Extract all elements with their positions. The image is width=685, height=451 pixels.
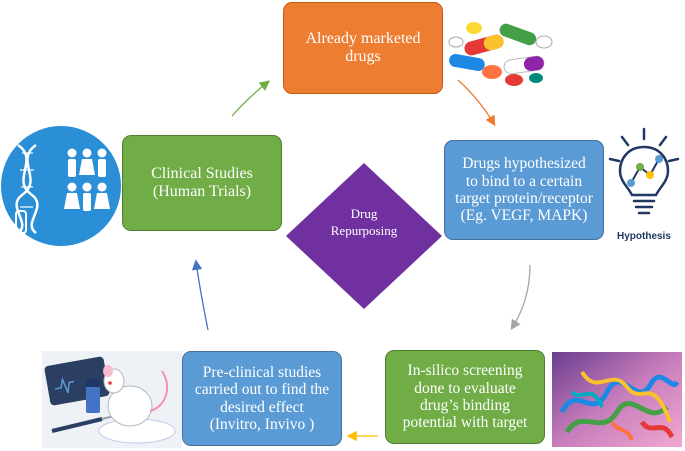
node-clinical: Clinical Studies (Human Trials): [122, 135, 282, 231]
node-insilico: In-silico screening done to evaluate dru…: [385, 350, 545, 444]
node-hypothesis: Drugs hypothesized to bind to a certain …: [444, 140, 604, 240]
node-marketed-label: Already marketed drugs: [305, 30, 421, 65]
lab-mouse-icon: [42, 351, 182, 448]
dna-people-icon: [1, 126, 121, 246]
arrow-hypothesis-to-insilico: [510, 264, 531, 331]
node-hypothesis-label: Drugs hypothesized to bind to a certain …: [455, 155, 593, 225]
arrow-marketed-to-hypothesis: [457, 79, 496, 127]
node-preclinical-label: Pre-clinical studies carried out to find…: [194, 363, 330, 433]
arrow-clinical-to-marketed: [231, 80, 271, 117]
node-preclinical: Pre-clinical studies carried out to find…: [182, 351, 342, 446]
protein-structure-icon: [552, 352, 682, 447]
pills-icon: [448, 22, 553, 86]
arrow-preclinical-to-clinical: [191, 259, 209, 331]
node-insilico-label: In-silico screening done to evaluate dru…: [402, 362, 528, 432]
center-diamond: [286, 163, 442, 309]
node-marketed-drugs: Already marketed drugs: [283, 2, 443, 94]
node-clinical-label: Clinical Studies (Human Trials): [151, 165, 253, 200]
center-label: Drug Repurposing: [330, 206, 398, 238]
lightbulb-icon: [608, 127, 680, 215]
hypothesis-caption: Hypothesis: [617, 231, 671, 242]
